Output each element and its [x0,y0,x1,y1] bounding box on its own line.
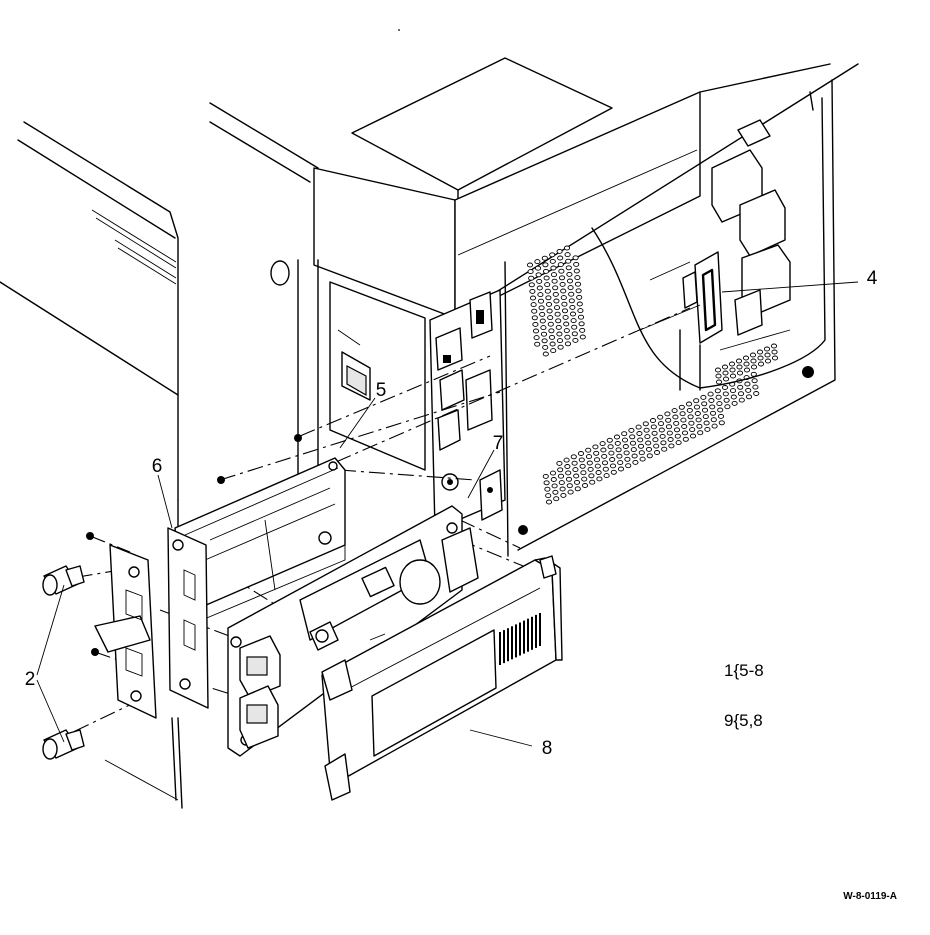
legend-line-2: 9{5,8 [724,711,763,730]
printer-main-body [209,57,859,551]
legend-line-1: 1{5-8 [724,661,764,680]
vent-grid-lower [542,371,760,505]
callout-7: 7 [493,433,504,454]
callout-4: 4 [867,268,878,289]
figure-id: W-8-0119-A [843,891,897,902]
interface-connector-strip [429,289,506,531]
part-2-thumbscrews [42,565,85,760]
lower-frame-lines [104,717,183,809]
vent-grid-board [714,343,779,385]
callout-8: 8 [542,738,553,759]
part-7-pcb [227,505,479,757]
part-8-cover [321,555,563,801]
vent-grid-upper [526,245,586,357]
callout-6: 6 [152,456,163,477]
screw-markers [86,434,302,656]
controller-board-cutaway [591,97,826,391]
printer-left-cabinet [0,121,179,541]
part-6-plate [167,527,209,709]
cover-grille [499,613,541,665]
mounting-bracket-front [94,544,157,719]
leader-lines [36,281,859,747]
callout-2: 2 [25,669,36,690]
rear-cover-vents [504,245,814,557]
callout-5: 5 [376,380,387,401]
